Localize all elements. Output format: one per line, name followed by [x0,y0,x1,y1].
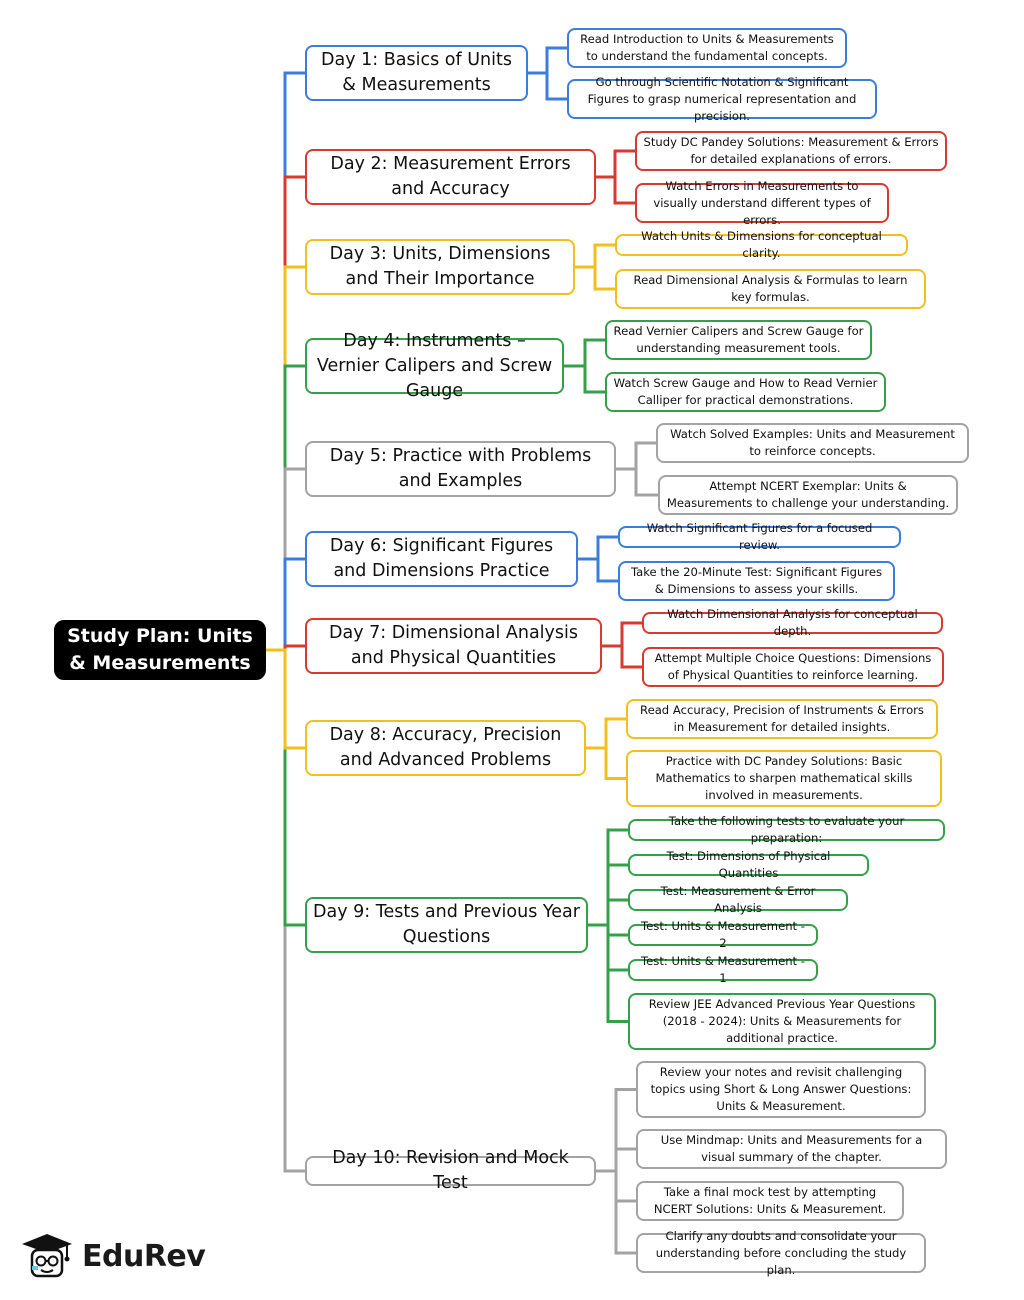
task-label: Take a final mock test by attempting NCE… [653,1185,887,1216]
task-label: Read Introduction to Units & Measurement… [580,32,834,63]
day-10-task-2: Use Mindmap: Units and Measurements for … [636,1129,947,1169]
day-label: Day 4: Instruments – Vernier Calipers an… [316,330,553,401]
day-label: Day 10: Revision and Mock Test [332,1148,569,1193]
task-label: Clarify any doubts and consolidate your … [655,1228,907,1277]
root-label: Study Plan: Units & Measurements [67,625,253,674]
day-10-node: Day 10: Revision and Mock Test [305,1148,596,1193]
day-label: Day 3: Units, Dimensions and Their Impor… [329,244,551,289]
day-9-task-3: Test: Measurement & Error Analysis [628,884,848,915]
day-3-node: Day 3: Units, Dimensions and Their Impor… [305,239,575,295]
day-label: Day 7: Dimensional Analysis and Physical… [329,623,578,668]
task-label: Go through Scientific Notation & Signifi… [587,74,857,123]
day-7-task-2: Attempt Multiple Choice Questions: Dimen… [642,647,944,687]
day-1-task-1: Read Introduction to Units & Measurement… [567,28,847,68]
day-5-task-2: Attempt NCERT Exemplar: Units & Measurem… [658,475,958,515]
task-label: Watch Significant Figures for a focused … [646,521,873,552]
day-6-node: Day 6: Significant Figures and Dimension… [305,531,578,587]
day-10-task-3: Take a final mock test by attempting NCE… [636,1181,904,1221]
day-1-node: Day 1: Basics of Units & Measurements [305,45,528,101]
task-label: Watch Units & Dimensions for conceptual … [641,229,882,260]
day-9-task-6: Review JEE Advanced Previous Year Questi… [628,993,936,1050]
task-label: Test: Measurement & Error Analysis [660,884,816,915]
task-label: Attempt Multiple Choice Questions: Dimen… [654,651,932,682]
day-7-task-1: Watch Dimensional Analysis for conceptua… [642,607,943,638]
day-5-task-1: Watch Solved Examples: Units and Measure… [656,423,969,463]
day-label: Day 8: Accuracy, Precision and Advanced … [329,725,562,770]
day-9-node: Day 9: Tests and Previous Year Questions [305,897,588,953]
task-label: Watch Dimensional Analysis for conceptua… [667,607,918,638]
day-9-task-2: Test: Dimensions of Physical Quantities [628,849,869,880]
day-3-task-2: Read Dimensional Analysis & Formulas to … [615,269,926,309]
root-node: Study Plan: Units & Measurements [54,620,266,680]
task-label: Review your notes and revisit challengin… [650,1065,912,1113]
day-4-node: Day 4: Instruments – Vernier Calipers an… [305,331,564,401]
task-label: Use Mindmap: Units and Measurements for … [660,1133,923,1164]
day-4-task-2: Watch Screw Gauge and How to Read Vernie… [605,372,886,412]
day-6-task-2: Take the 20-Minute Test: Significant Fig… [618,561,895,601]
brand-name: EduRev [82,1238,206,1274]
task-label: Take the 20-Minute Test: Significant Fig… [630,565,883,596]
day-label: Day 5: Practice with Problems and Exampl… [329,446,592,491]
task-label: Test: Units & Measurement - 1 [641,954,805,985]
task-label: Read Dimensional Analysis & Formulas to … [633,273,908,304]
day-1-task-2: Go through Scientific Notation & Signifi… [567,75,877,123]
task-label: Watch Errors in Measurements to visually… [653,178,871,227]
day-label: Day 9: Tests and Previous Year Questions [313,902,580,947]
day-9-task-5: Test: Units & Measurement - 1 [628,954,818,985]
task-label: Practice with DC Pandey Solutions: Basic… [655,754,913,802]
task-label: Watch Solved Examples: Units and Measure… [670,427,955,458]
edurev-logo: EduRev [18,1232,206,1280]
task-label: Read Accuracy, Precision of Instruments … [640,703,924,734]
day-4-task-1: Read Vernier Calipers and Screw Gauge fo… [605,320,872,360]
task-label: Attempt NCERT Exemplar: Units & Measurem… [666,479,950,510]
day-10-task-1: Review your notes and revisit challengin… [636,1061,926,1118]
day-2-task-2: Watch Errors in Measurements to visually… [635,179,889,227]
graduate-cap-icon [22,1234,72,1278]
day-9-task-4: Test: Units & Measurement - 2 [628,919,818,950]
task-label: Read Vernier Calipers and Screw Gauge fo… [613,324,864,355]
day-label: Day 2: Measurement Errors and Accuracy [330,154,571,199]
day-7-node: Day 7: Dimensional Analysis and Physical… [305,618,602,674]
day-label: Day 1: Basics of Units & Measurements [321,50,512,95]
day-10-task-4: Clarify any doubts and consolidate your … [636,1229,926,1277]
day-6-task-1: Watch Significant Figures for a focused … [618,521,901,552]
day-label: Day 6: Significant Figures and Dimension… [329,536,554,581]
task-label: Take the following tests to evaluate you… [668,814,905,845]
day-3-task-1: Watch Units & Dimensions for conceptual … [615,229,908,260]
task-label: Review JEE Advanced Previous Year Questi… [648,997,916,1045]
day-5-node: Day 5: Practice with Problems and Exampl… [305,441,616,497]
day-8-task-2: Practice with DC Pandey Solutions: Basic… [626,750,942,807]
day-2-node: Day 2: Measurement Errors and Accuracy [305,149,596,205]
day-2-task-1: Study DC Pandey Solutions: Measurement &… [635,131,947,171]
task-label: Watch Screw Gauge and How to Read Vernie… [613,376,878,407]
task-label: Test: Dimensions of Physical Quantities [666,849,831,880]
task-label: Study DC Pandey Solutions: Measurement &… [643,135,939,166]
day-9-task-1: Take the following tests to evaluate you… [628,814,945,845]
day-8-node: Day 8: Accuracy, Precision and Advanced … [305,720,586,776]
day-8-task-1: Read Accuracy, Precision of Instruments … [626,699,938,739]
task-label: Test: Units & Measurement - 2 [641,919,805,950]
